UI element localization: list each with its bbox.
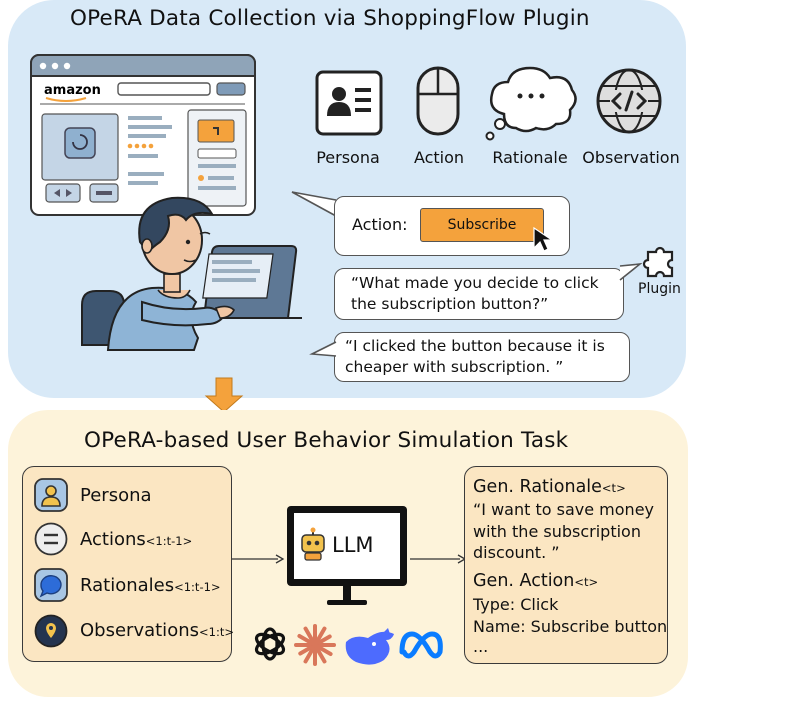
browser-window-illustration: amazon xyxy=(30,54,256,216)
llm-to-output-arrow xyxy=(410,554,467,564)
subscribe-button[interactable]: Subscribe xyxy=(420,208,544,242)
gen-action-type: Type: Click xyxy=(473,595,559,614)
browser-logo: amazon xyxy=(44,83,101,98)
gen-action-title: Gen. Action<t> xyxy=(473,571,599,591)
thought-bubble-icon xyxy=(485,66,577,141)
cursor-icon xyxy=(533,226,554,252)
gen-action-ellipsis: ... xyxy=(473,637,489,656)
claude-logo-icon xyxy=(294,624,336,666)
action-icon-label: Action xyxy=(413,148,465,167)
action-bubble-tail xyxy=(291,191,337,217)
plugin-label: Plugin xyxy=(638,281,681,297)
input-observations-label: Observations<1:t> xyxy=(80,620,234,641)
simulation-task-title: OPeRA-based User Behavior Simulation Tas… xyxy=(84,428,569,453)
person-with-laptop-illustration xyxy=(81,196,302,351)
input-persona-label: Persona xyxy=(80,485,152,506)
gen-action-name: Name: Subscribe button xyxy=(473,617,668,636)
output-card xyxy=(464,466,668,664)
persona-card-icon xyxy=(315,70,383,136)
input-actions-subscript: <1:t-1> xyxy=(145,534,193,548)
data-collection-title: OPeRA Data Collection via ShoppingFlow P… xyxy=(70,6,590,31)
answer-bubble: “I clicked the button because it is chea… xyxy=(334,332,630,382)
action-bubble-label: Action: xyxy=(352,215,408,234)
down-arrow-icon xyxy=(204,377,244,413)
llm-label: LLM xyxy=(332,533,374,557)
gen-action-subscript: <t> xyxy=(574,575,599,589)
input-to-llm-arrow xyxy=(232,554,285,564)
input-rationales-label: Rationales<1:t-1> xyxy=(80,575,221,596)
meta-logo-icon xyxy=(399,631,443,659)
question-bubble-tail xyxy=(619,262,643,281)
rationale-icon-label: Rationale xyxy=(492,148,568,167)
input-rationales-subscript: <1:t-1> xyxy=(174,580,221,594)
observations-icon xyxy=(34,614,68,648)
question-bubble: “What made you decide to click the subsc… xyxy=(334,268,624,320)
plugin-puzzle-icon xyxy=(642,246,674,278)
persona-icon xyxy=(34,478,68,512)
input-actions-label: Actions<1:t-1> xyxy=(80,529,193,550)
input-observations-subscript: <1:t> xyxy=(199,625,234,639)
openai-logo-icon xyxy=(254,627,286,661)
rationales-icon xyxy=(34,568,68,602)
gen-rationale-title: Gen. Rationale<t> xyxy=(473,477,626,497)
gen-rationale-subscript: <t> xyxy=(601,481,626,495)
answer-text: “I clicked the button because it is chea… xyxy=(345,337,605,376)
persona-icon-label: Persona xyxy=(316,148,380,167)
answer-bubble-tail xyxy=(309,341,337,357)
code-globe-icon xyxy=(596,68,662,134)
mouse-icon xyxy=(416,66,460,136)
gen-rationale-text: “I want to save money with the subscript… xyxy=(473,500,654,562)
question-text: “What made you decide to click the subsc… xyxy=(351,274,599,313)
observation-icon-label: Observation xyxy=(582,148,680,167)
deepseek-logo-icon xyxy=(345,628,394,665)
robot-icon xyxy=(301,527,325,561)
actions-icon xyxy=(34,522,68,556)
